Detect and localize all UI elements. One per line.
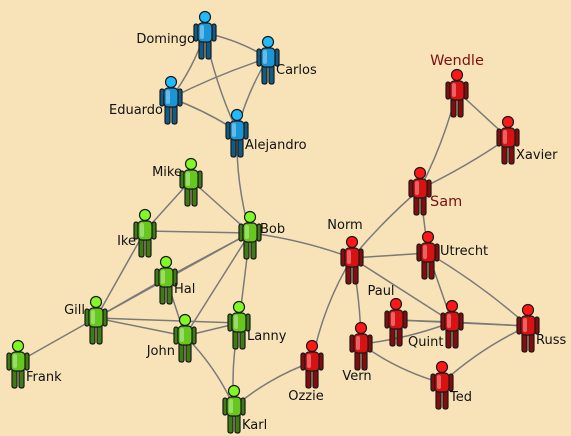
node-label-alejandro: Alejandro <box>245 138 307 153</box>
person-icon <box>133 208 157 258</box>
person-icon <box>173 313 197 363</box>
node-gill[interactable]: Gill <box>64 295 108 345</box>
edge-gill-frank <box>17 317 97 363</box>
person-icon <box>225 108 249 158</box>
person-icon <box>516 303 540 353</box>
person-icon <box>179 157 203 207</box>
person-icon <box>84 295 108 345</box>
node-mike[interactable]: Mike <box>152 157 203 207</box>
node-label-hal: Hal <box>174 282 195 297</box>
person-icon <box>340 235 364 285</box>
person-icon <box>496 115 520 165</box>
node-label-john: John <box>146 344 175 359</box>
node-label-russ: Russ <box>536 333 566 348</box>
node-label-ike: Ike <box>117 234 136 249</box>
node-frank[interactable]: Frank <box>6 339 62 389</box>
node-ike[interactable]: Ike <box>117 208 157 258</box>
person-icon <box>159 75 183 125</box>
node-wendle[interactable]: Wendle <box>430 53 484 118</box>
edge-ike-bob <box>144 230 251 234</box>
node-label-norm: Norm <box>327 218 362 233</box>
node-lanny[interactable]: Lanny <box>227 300 287 350</box>
node-label-paul: Paul <box>367 284 394 299</box>
node-quint[interactable]: Quint <box>408 299 464 351</box>
node-ozzie[interactable]: Ozzie <box>288 339 324 405</box>
edge-gill-lanny <box>95 317 240 324</box>
node-label-ted: Ted <box>449 390 472 405</box>
person-icon <box>227 300 251 350</box>
node-karl[interactable]: Karl <box>222 384 267 434</box>
node-label-frank: Frank <box>26 370 62 385</box>
edge-bob-john <box>184 232 251 337</box>
node-eduardo[interactable]: Eduardo <box>109 75 183 125</box>
node-label-sam: Sam <box>430 194 462 210</box>
node-label-ozzie: Ozzie <box>288 389 324 404</box>
node-label-karl: Karl <box>242 418 267 433</box>
node-hal[interactable]: Hal <box>154 255 195 305</box>
node-sam[interactable]: Sam <box>408 166 462 216</box>
person-icon <box>349 321 373 371</box>
node-label-mike: Mike <box>152 165 182 180</box>
person-icon <box>256 35 280 85</box>
person-icon <box>300 339 324 389</box>
node-ted[interactable]: Ted <box>430 360 472 410</box>
node-norm[interactable]: Norm <box>327 218 364 285</box>
node-vern[interactable]: Vern <box>342 321 373 385</box>
node-john[interactable]: John <box>146 313 197 363</box>
node-label-xavier: Xavier <box>516 148 558 163</box>
node-label-vern: Vern <box>342 369 371 384</box>
person-icon <box>430 360 454 410</box>
node-label-domingo: Domingo <box>136 32 195 47</box>
node-label-eduardo: Eduardo <box>109 103 163 118</box>
node-label-lanny: Lanny <box>247 329 287 344</box>
person-icon <box>440 299 464 349</box>
node-xavier[interactable]: Xavier <box>496 115 558 165</box>
node-label-utrecht: Utrecht <box>440 244 488 259</box>
node-label-wendle: Wendle <box>430 53 484 69</box>
node-domingo[interactable]: Domingo <box>136 10 217 60</box>
node-label-bob: Bob <box>260 222 285 237</box>
person-icon <box>408 166 432 216</box>
edge-john-karl <box>184 335 235 408</box>
person-icon <box>238 210 262 260</box>
edge-xavier-sam <box>419 137 509 190</box>
node-label-quint: Quint <box>408 335 443 350</box>
node-paul[interactable]: Paul <box>367 284 408 347</box>
node-alejandro[interactable]: Alejandro <box>225 108 307 158</box>
person-icon <box>416 230 440 280</box>
node-label-gill: Gill <box>64 303 85 318</box>
person-icon <box>222 384 246 434</box>
person-icon <box>445 68 469 118</box>
node-utrecht[interactable]: Utrecht <box>416 230 488 280</box>
person-icon <box>384 297 408 347</box>
node-carlos[interactable]: Carlos <box>256 35 317 85</box>
node-label-carlos: Carlos <box>276 63 317 78</box>
person-icon <box>193 10 217 60</box>
edge-carlos-eduardo <box>170 57 269 99</box>
node-russ[interactable]: Russ <box>516 303 566 353</box>
person-icon <box>154 255 178 305</box>
node-bob[interactable]: Bob <box>238 210 285 260</box>
person-icon <box>6 339 30 389</box>
